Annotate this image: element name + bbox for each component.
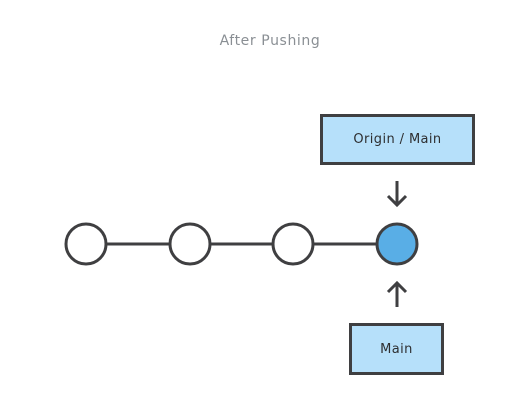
- diagram-title: After Pushing: [219, 33, 321, 49]
- main-label: Main: [349, 323, 444, 375]
- origin-main-text: Origin / Main: [353, 132, 442, 147]
- commit-node-1: [64, 222, 108, 266]
- commit-node-3: [271, 222, 315, 266]
- arrow-down-icon: [386, 181, 408, 208]
- commit-node-2: [168, 222, 212, 266]
- origin-main-label: Origin / Main: [320, 114, 475, 165]
- arrow-up-icon: [386, 280, 408, 307]
- commit-node-head: [375, 222, 419, 266]
- main-text: Main: [380, 341, 413, 357]
